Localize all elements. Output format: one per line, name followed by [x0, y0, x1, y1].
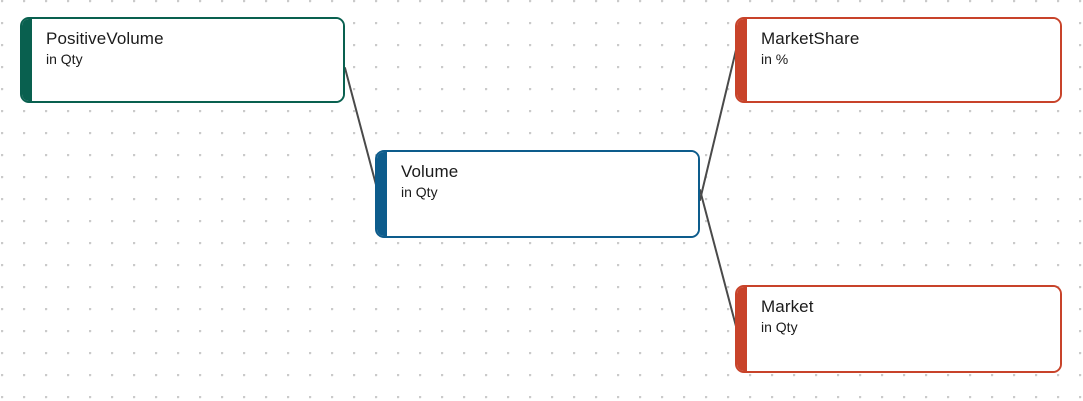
node-title: Volume: [401, 162, 459, 181]
node-title: Market: [761, 297, 814, 316]
node-accent-bar: [22, 19, 32, 101]
node-subtitle: in Qty: [761, 319, 798, 335]
edge-positivevolume-to-volume: [344, 67, 380, 197]
node-body: Market in Qty: [747, 287, 1060, 371]
node-accent-bar: [737, 19, 747, 101]
node-subtitle: in Qty: [46, 51, 83, 67]
node-accent-bar: [377, 152, 387, 236]
node-title: MarketShare: [761, 29, 860, 48]
node-body: PositiveVolume in Qty: [32, 19, 343, 101]
node-body: Volume in Qty: [387, 152, 698, 236]
node-volume[interactable]: Volume in Qty: [375, 150, 700, 238]
node-marketshare[interactable]: MarketShare in %: [735, 17, 1062, 103]
node-body: MarketShare in %: [747, 19, 1060, 101]
node-title: PositiveVolume: [46, 29, 164, 48]
edge-volume-to-marketshare: [699, 49, 737, 201]
node-subtitle: in Qty: [401, 184, 438, 200]
node-subtitle: in %: [761, 51, 789, 67]
node-positivevolume[interactable]: PositiveVolume in Qty: [20, 17, 345, 103]
node-market[interactable]: Market in Qty: [735, 285, 1062, 373]
edge-volume-to-market: [699, 189, 738, 331]
node-accent-bar: [737, 287, 747, 371]
